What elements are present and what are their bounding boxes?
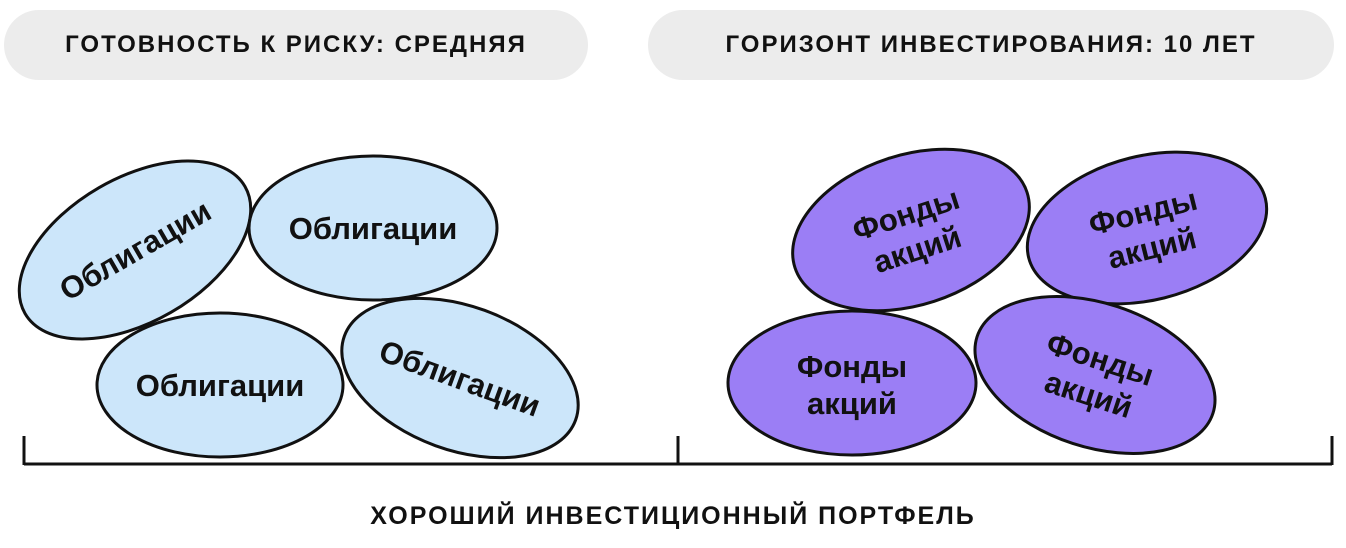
investment-horizon-label: ГОРИЗОНТ ИНВЕСТИРОВАНИЯ: 10 ЛЕТ (725, 31, 1257, 58)
stock-fund-blob: Фонды акций (726, 309, 978, 457)
bond-blob: Облигации (340, 296, 580, 460)
bond-blob: Облигации (247, 154, 499, 302)
stock-fund-blob: Фонды акций (973, 295, 1217, 455)
bond-blob: Облигации (17, 159, 253, 341)
bond-blob: Облигации (95, 311, 345, 459)
stock-fund-blob: Фонды акций (791, 147, 1031, 313)
stock-fund-blob: Фонды акций (1025, 150, 1269, 306)
risk-tolerance-pill: ГОТОВНОСТЬ К РИСКУ: СРЕДНЯЯ (4, 10, 588, 80)
bond-label: Облигации (136, 368, 305, 403)
portfolio-label: ХОРОШИЙ ИНВЕСТИЦИОННЫЙ ПОРТФЕЛЬ (370, 502, 976, 530)
risk-tolerance-label: ГОТОВНОСТЬ К РИСКУ: СРЕДНЯЯ (65, 31, 527, 58)
investment-horizon-pill: ГОРИЗОНТ ИНВЕСТИРОВАНИЯ: 10 ЛЕТ (648, 10, 1334, 80)
portfolio-bracket (22, 436, 1334, 466)
stock-fund-label-line2: акций (807, 386, 897, 421)
bond-label: Облигации (289, 211, 458, 246)
stock-fund-label-line1: Фонды (797, 349, 907, 384)
